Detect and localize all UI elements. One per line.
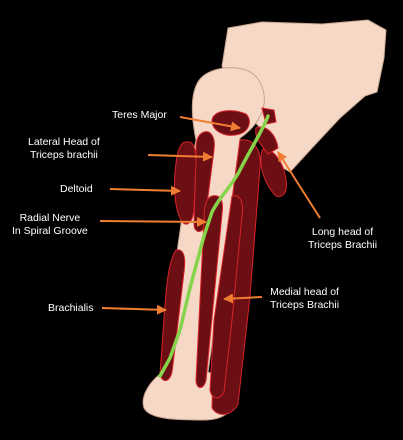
label-radial-nerve-line2: In Spiral Groove: [12, 225, 88, 237]
label-long-head-line1: Long head of: [311, 226, 374, 238]
arrow-teres-major: [179, 116, 241, 132]
label-long-head-line2: Triceps Brachii: [308, 239, 378, 251]
label-medial-head-line2: Triceps Brachii: [270, 299, 340, 311]
label-radial-nerve: Radial Nerve In Spiral Groove: [12, 212, 88, 238]
deltoid-muscle: [174, 141, 197, 225]
arrow-lateral-head: [147, 151, 213, 162]
label-lateral-head: Lateral Head of Triceps brachii: [28, 136, 100, 162]
label-lateral-head-line1: Lateral Head of: [28, 136, 100, 148]
arrow-long-head: [277, 151, 321, 219]
radial-nerve: [158, 114, 270, 378]
label-medial-head: Medial head of Triceps Brachii: [270, 286, 339, 312]
label-long-head: Long head of Triceps Brachii: [308, 226, 377, 252]
pointer-arrows: [99, 116, 321, 315]
label-lateral-head-line2: Triceps brachii: [29, 149, 98, 161]
arrow-brachialis: [101, 304, 167, 315]
long-head-muscle: [260, 148, 287, 197]
label-radial-nerve-line1: Radial Nerve: [19, 212, 81, 224]
label-deltoid: Deltoid: [60, 183, 93, 195]
label-brachialis: Brachialis: [48, 302, 94, 314]
brachialis-muscle: [159, 249, 186, 381]
label-teres-major: Teres Major: [112, 109, 167, 121]
arrow-medial-head: [223, 293, 263, 304]
arrow-radial-nerve: [99, 216, 207, 227]
label-medial-head-line1: Medial head of: [270, 286, 339, 298]
arrow-deltoid: [109, 185, 181, 196]
